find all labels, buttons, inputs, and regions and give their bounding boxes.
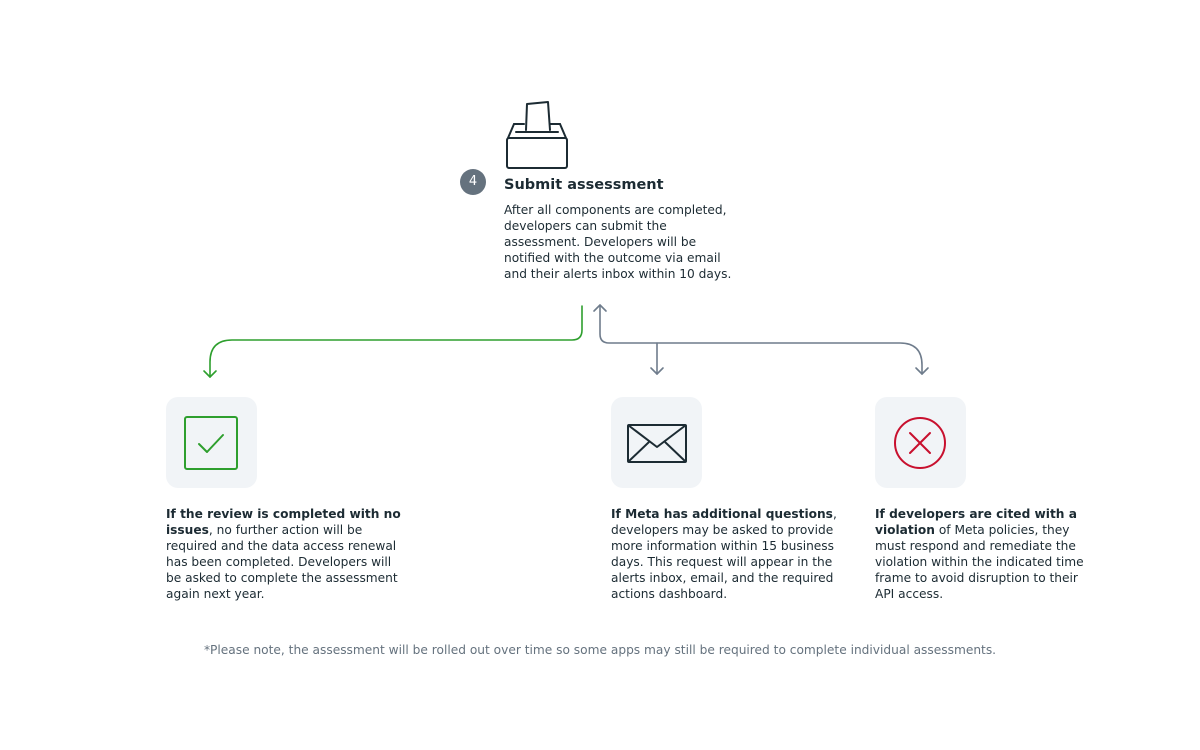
footnote: *Please note, the assessment will be rol… xyxy=(203,643,997,657)
arrowhead-violation xyxy=(915,367,929,375)
outcome-success-text: If the review is completed with no issue… xyxy=(166,506,401,602)
arrowhead-return-up xyxy=(593,304,607,312)
outcome-violation-tile xyxy=(875,397,966,488)
outcome-violation-rest: of Meta policies, they must respond and … xyxy=(875,523,1084,601)
outcome-success-rest: , no further action will be required and… xyxy=(166,523,398,601)
connector-return xyxy=(599,304,923,375)
envelope-icon xyxy=(627,424,687,463)
outcome-success-bold: If the review is completed with no issue… xyxy=(166,507,401,537)
arrowhead-success xyxy=(203,370,217,378)
outcome-violation-text: If developers are cited with a violation… xyxy=(875,506,1100,602)
step-title: Submit assessment xyxy=(504,177,664,193)
outcome-questions-text: If Meta has additional questions, develo… xyxy=(611,506,843,602)
circle-x-icon xyxy=(894,417,946,469)
connector-success xyxy=(209,305,583,378)
outcome-questions-bold: If Meta has additional questions xyxy=(611,507,833,521)
step-number-badge: 4 xyxy=(460,169,486,195)
checkbox-check-icon xyxy=(184,416,238,470)
outcome-questions-rest: , developers may be asked to provide mor… xyxy=(611,507,837,601)
outcome-success-tile xyxy=(166,397,257,488)
ballot-box-icon xyxy=(506,101,568,169)
outcome-questions-tile xyxy=(611,397,702,488)
step-description: After all components are completed, deve… xyxy=(504,203,732,281)
outcome-violation-bold: If developers are cited with a violation xyxy=(875,507,1077,537)
arrowhead-questions xyxy=(650,367,664,375)
